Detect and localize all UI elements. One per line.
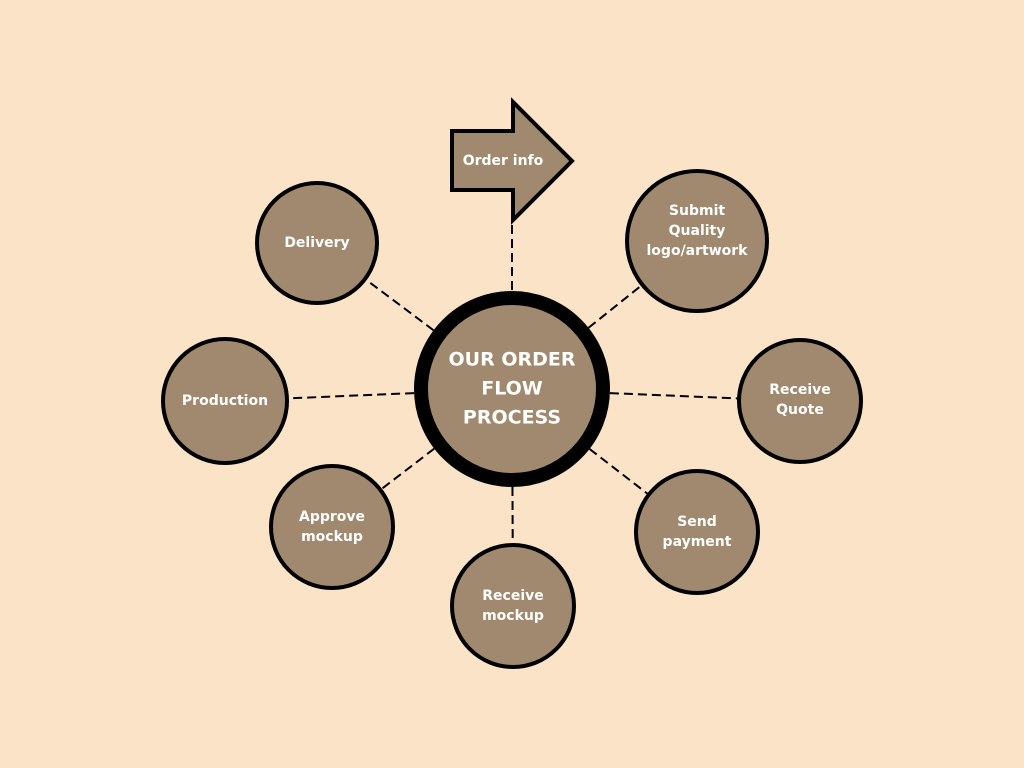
node-send-payment [634, 469, 760, 595]
node-submit [625, 169, 769, 313]
node-label-send-payment: Send payment [662, 514, 732, 550]
node-approve-mockup [269, 464, 395, 590]
node-label-production: Production [181, 393, 269, 409]
node-label-receive-quote: Receive Quote [769, 382, 831, 418]
node-delivery [255, 181, 379, 305]
node-label-submit: Submit Quality logo/artwork [646, 203, 748, 259]
center-label: OUR ORDER FLOW PROCESS [448, 348, 576, 429]
connector-send-payment [511, 388, 698, 533]
node-production [161, 337, 289, 465]
node-receive-mockup [450, 543, 576, 669]
order-info-label: Order info [462, 153, 544, 169]
order-info-arrow [450, 97, 575, 225]
node-label-delivery: Delivery [284, 235, 350, 251]
node-receive-quote [737, 338, 863, 464]
node-label-approve-mockup: Approve mockup [298, 509, 366, 545]
center-node [414, 291, 610, 487]
node-label-receive-mockup: Receive mockup [482, 588, 544, 624]
